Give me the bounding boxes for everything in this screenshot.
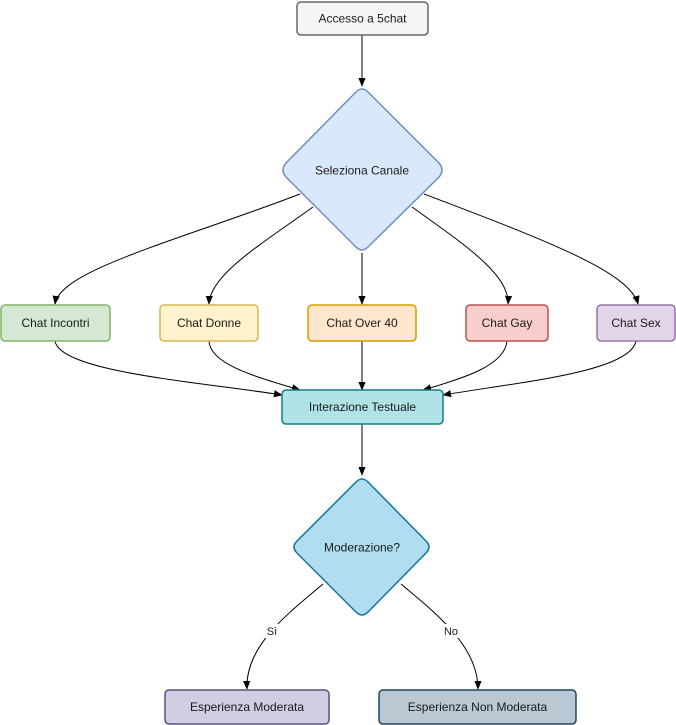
edge-label-si: Sì bbox=[264, 624, 280, 638]
edge-label-si-text: Sì bbox=[267, 626, 277, 638]
node-esperienza-non-moderata-label: Esperienza Non Moderata bbox=[408, 700, 548, 714]
node-chat-incontri-shape bbox=[0, 304, 111, 342]
node-seleziona-canale: Seleziona Canale bbox=[282, 88, 443, 251]
node-chat-sex-label: Chat Sex bbox=[611, 316, 660, 330]
node-chat-donne-shape bbox=[159, 304, 259, 342]
node-chat-donne-label: Chat Donne bbox=[177, 316, 241, 330]
edge-incontri-to-interazione bbox=[54, 340, 283, 398]
node-accesso-shape bbox=[296, 1, 429, 36]
edge-label-no-text: No bbox=[444, 626, 458, 638]
node-esperienza-moderata-shape bbox=[164, 689, 330, 725]
node-esperienza-non-moderata-shape bbox=[378, 689, 577, 725]
node-chat-gay-shape bbox=[465, 304, 549, 342]
node-esperienza-non-moderata: Esperienza Non Moderata bbox=[378, 689, 577, 725]
node-seleziona-canale-label: Seleziona Canale bbox=[315, 164, 409, 178]
edge-donne-to-interazione bbox=[208, 340, 301, 392]
node-chat-incontri-label: Chat Incontri bbox=[21, 316, 89, 330]
edge-select-to-donne bbox=[205, 206, 314, 305]
node-chat-over-40: Chat Over 40 bbox=[307, 304, 417, 342]
node-chat-sex: Chat Sex bbox=[596, 304, 676, 342]
edge-moderazione-to-moderata bbox=[243, 583, 324, 690]
node-interazione-testuale-shape bbox=[281, 389, 444, 425]
node-esperienza-moderata: Esperienza Moderata bbox=[164, 689, 330, 725]
edge-sex-to-interazione bbox=[442, 340, 637, 398]
node-interazione-testuale-label: Interazione Testuale bbox=[309, 400, 417, 414]
node-chat-donne: Chat Donne bbox=[159, 304, 259, 342]
node-accesso: Accesso a 5chat bbox=[296, 1, 429, 36]
node-chat-sex-shape bbox=[596, 304, 676, 342]
node-moderazione-label: Moderazione? bbox=[324, 541, 400, 555]
node-moderazione-shape bbox=[293, 478, 430, 616]
node-chat-over-40-shape bbox=[307, 304, 417, 342]
node-accesso-label: Accesso a 5chat bbox=[318, 12, 407, 26]
node-seleziona-canale-shape bbox=[282, 88, 443, 251]
node-chat-gay: Chat Gay bbox=[465, 304, 549, 342]
node-chat-over-40-label: Chat Over 40 bbox=[326, 316, 398, 330]
node-chat-gay-label: Chat Gay bbox=[482, 316, 533, 330]
edge-select-to-sex bbox=[423, 193, 640, 305]
node-interazione-testuale: Interazione Testuale bbox=[281, 389, 444, 425]
node-moderazione: Moderazione? bbox=[293, 478, 430, 616]
edge-moderazione-to-non-moderata bbox=[400, 583, 482, 690]
edge-gay-to-interazione bbox=[422, 340, 508, 392]
edge-label-no: No bbox=[441, 624, 461, 638]
edge-select-to-incontri bbox=[52, 193, 301, 305]
node-esperienza-moderata-label: Esperienza Moderata bbox=[190, 700, 304, 714]
node-chat-incontri: Chat Incontri bbox=[0, 304, 111, 342]
edge-select-to-gay bbox=[411, 206, 513, 305]
